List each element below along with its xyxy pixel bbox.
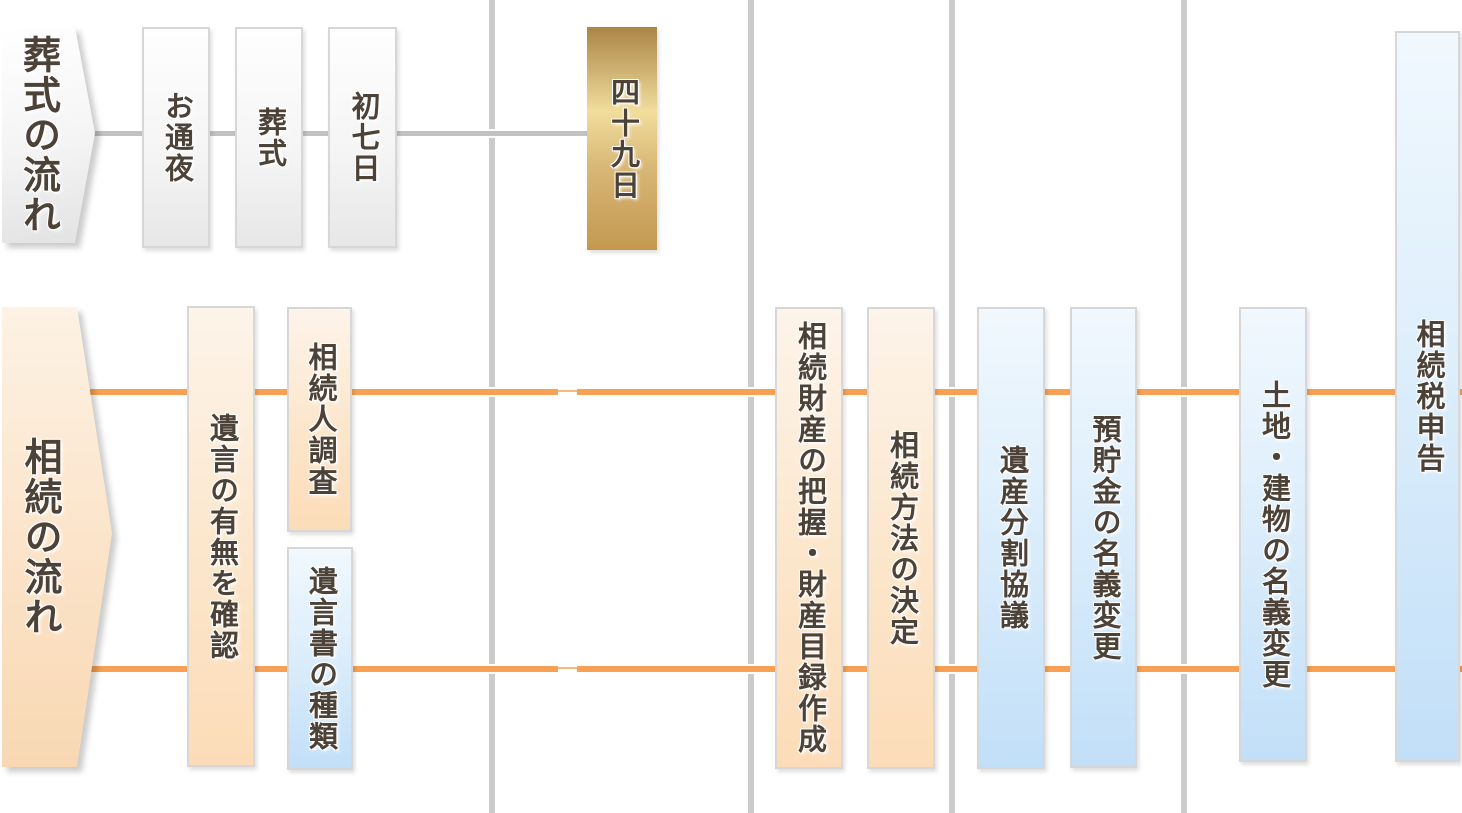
funeral-flow-header: 葬式の流れ — [0, 27, 97, 243]
funeral-step-wake: お通夜 — [142, 27, 210, 248]
inheritance-step-will-types-label: 遺言書の種類 — [304, 565, 337, 752]
inheritance-flow-title: 相続の流れ — [18, 437, 60, 637]
inheritance-step-division-agreement: 遺産分割協議 — [977, 307, 1045, 769]
inheritance-step-bank-name-change: 預貯金の名義変更 — [1070, 307, 1137, 768]
funeral-step-wake-label: お通夜 — [160, 91, 193, 184]
timeline-divider-2 — [748, 0, 754, 813]
inheritance-step-will-types: 遺言書の種類 — [287, 547, 353, 770]
inheritance-step-bank-name-change-label: 預貯金の名義変更 — [1088, 413, 1120, 662]
inheritance-flow-arrow-shape: 相続の流れ — [2, 307, 112, 767]
funeral-step-49th-day-label: 四十九日 — [606, 76, 639, 201]
funeral-flow-arrow-shape: 葬式の流れ — [2, 27, 95, 243]
timeline-divider-3 — [949, 0, 955, 813]
inheritance-step-property-name-change: 土地・建物の名義変更 — [1239, 307, 1307, 762]
funeral-step-funeral: 葬式 — [235, 27, 303, 248]
line-seam — [558, 387, 577, 397]
inheritance-step-method-decision: 相続方法の決定 — [867, 307, 935, 769]
funeral-step-funeral-label: 葬式 — [253, 106, 286, 169]
inheritance-step-asset-inventory: 相続財産の把握・財産目録作成 — [775, 307, 843, 769]
inheritance-step-property-name-change-label: 土地・建物の名義変更 — [1257, 379, 1290, 690]
funeral-step-first-seven-days: 初七日 — [328, 27, 397, 248]
inheritance-step-tax-filing: 相続税申告 — [1395, 31, 1460, 762]
inheritance-step-asset-inventory-label: 相続財産の把握・財産目録作成 — [793, 321, 826, 755]
funeral-step-first-seven-days-label: 初七日 — [347, 91, 379, 184]
inheritance-flow-header: 相続の流れ — [0, 307, 114, 767]
inheritance-step-heir-investigation: 相続人調査 — [287, 307, 352, 532]
line-seam — [558, 664, 577, 674]
timeline-divider-4 — [1181, 0, 1187, 813]
inheritance-step-tax-filing-label: 相続税申告 — [1412, 319, 1444, 474]
funeral-flow-title: 葬式の流れ — [16, 35, 59, 235]
funeral-step-49th-day: 四十九日 — [587, 27, 657, 250]
inheritance-step-will-check-label: 遺言の有無を確認 — [205, 412, 238, 661]
inheritance-step-heir-investigation-label: 相続人調査 — [304, 342, 336, 497]
inheritance-step-method-decision-label: 相続方法の決定 — [885, 429, 918, 647]
inheritance-step-division-agreement-label: 遺産分割協議 — [995, 445, 1028, 631]
inheritance-step-will-check: 遺言の有無を確認 — [187, 306, 255, 767]
timeline-divider-1 — [489, 0, 495, 813]
